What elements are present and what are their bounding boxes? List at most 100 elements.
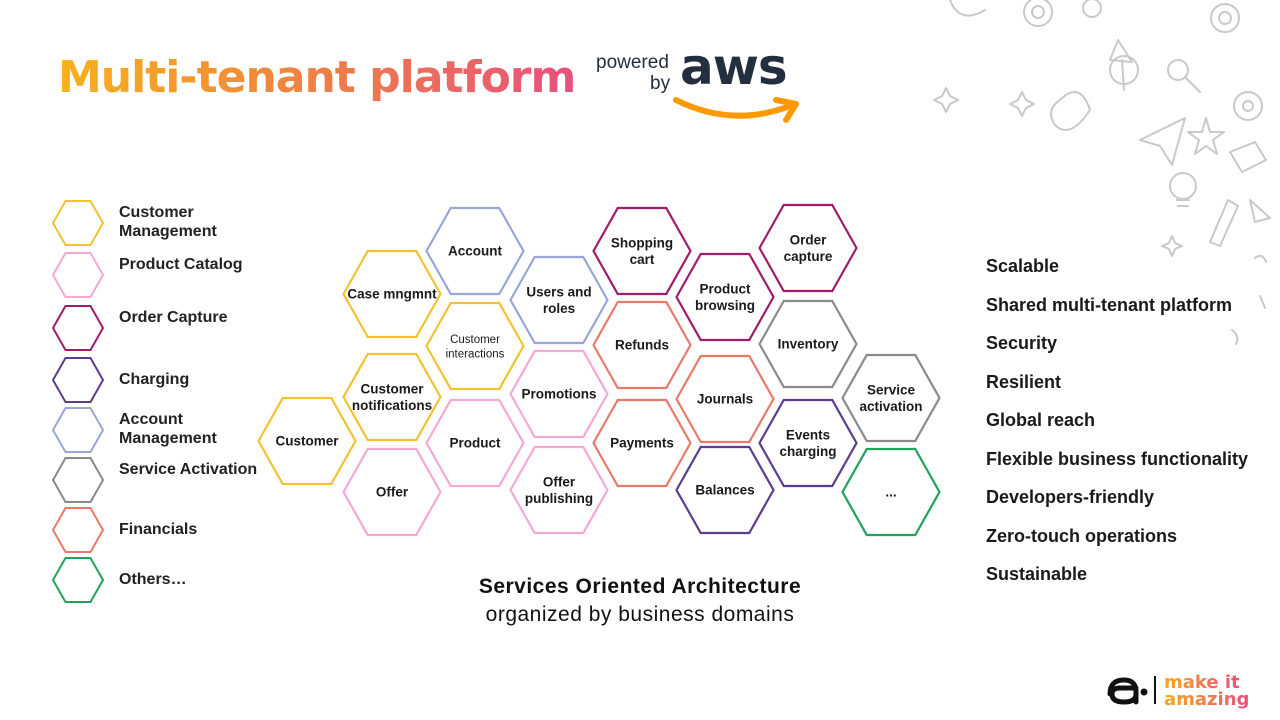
service-label: Product <box>449 436 501 451</box>
service-hex: Refunds <box>592 300 692 390</box>
service-hex-shape <box>592 300 692 390</box>
legend-hexagon-icon <box>52 457 105 503</box>
legend-label: Customer Management <box>119 204 217 240</box>
benefit-item: Security <box>986 333 1058 353</box>
service-hex: Case mngmnt <box>342 249 442 339</box>
service-hex: Journals <box>675 354 775 444</box>
service-hex-shape <box>675 354 775 444</box>
service-hex: Inventory <box>758 299 858 389</box>
legend-item: Product Catalog <box>52 252 252 300</box>
service-label: Payments <box>610 436 674 451</box>
aws-powered-text: powered <box>596 52 669 73</box>
service-hex: Promotions <box>509 349 609 439</box>
legend-item: Financials <box>52 507 252 555</box>
service-hex: Payments <box>592 398 692 488</box>
service-hex-shape <box>509 349 609 439</box>
legend-item: Charging <box>52 357 252 405</box>
service-hex: Product <box>425 398 525 488</box>
aws-logo: powered by aws <box>596 38 806 126</box>
service-label: Refunds <box>615 338 669 353</box>
service-label: Promotions <box>521 387 596 402</box>
service-label: Customer <box>275 434 339 449</box>
service-hex-shape <box>425 301 525 391</box>
service-label: Inventory <box>778 337 839 352</box>
service-hex-shape <box>758 398 858 488</box>
service-label: Offer <box>376 485 409 500</box>
service-hex-shape <box>758 203 858 293</box>
brand-logo: make it amazing <box>1107 672 1249 710</box>
service-hex: ... <box>841 447 941 537</box>
legend-hexagon-icon <box>52 557 105 603</box>
legend-label: Account Management <box>119 411 217 447</box>
service-hex-shape <box>592 398 692 488</box>
service-hex: Offer <box>342 447 442 537</box>
service-hex-shape <box>257 396 357 486</box>
service-hex-shape <box>425 206 525 296</box>
caption-title: Services Oriented Architecture <box>478 575 802 598</box>
service-hex-shape <box>841 447 941 537</box>
legend-label: Charging <box>119 371 190 388</box>
service-label: ... <box>885 485 896 500</box>
brand-tagline-2: amazing <box>1164 689 1249 710</box>
legend-hexagon-icon <box>52 407 105 453</box>
legend-item: Order Capture <box>52 305 252 353</box>
service-hex-shape <box>342 447 442 537</box>
service-label: Case mngmnt <box>347 287 437 302</box>
benefit-item: Flexible business functionality <box>986 448 1249 469</box>
service-hex-shape <box>509 445 609 535</box>
service-label: Balances <box>695 483 754 498</box>
legend-item: Service Activation <box>52 457 257 505</box>
legend-item: Account Management <box>52 407 252 455</box>
legend-label: Product Catalog <box>119 256 243 273</box>
doodle-illustration <box>933 0 1271 345</box>
benefit-item: Scalable <box>986 256 1060 276</box>
legend-hexagon-icon <box>52 357 105 403</box>
service-hex-shape <box>758 299 858 389</box>
service-hex-shape <box>675 445 775 535</box>
legend-item: Customer Management <box>52 200 252 248</box>
legend-hexagon-icon <box>52 200 105 246</box>
legend-label: Service Activation <box>119 461 258 478</box>
service-label: Account <box>448 244 503 259</box>
service-label: Journals <box>697 392 753 407</box>
legend-hexagon-icon <box>52 305 105 351</box>
benefit-item: Global reach <box>986 410 1096 430</box>
service-hex-shape <box>342 352 442 442</box>
caption-subtitle: organized by business domains <box>485 603 795 626</box>
legend-label: Order Capture <box>119 309 228 326</box>
benefit-item: Zero-touch operations <box>986 525 1178 546</box>
benefit-item: Resilient <box>986 371 1062 392</box>
service-hex: Account <box>425 206 525 296</box>
benefit-item: Shared multi-tenant platform <box>986 294 1233 315</box>
service-hex-shape <box>841 353 941 443</box>
benefit-item: Sustainable <box>986 564 1088 584</box>
legend-label: Financials <box>119 521 198 538</box>
aws-by-text: by <box>650 73 671 94</box>
legend-hexagon-icon <box>52 252 105 298</box>
service-hex: Customer <box>257 396 357 486</box>
service-hex-shape <box>592 206 692 296</box>
legend-item: Others… <box>52 557 252 605</box>
aws-smile-icon <box>673 97 799 123</box>
brand-tagline-1: make it <box>1164 672 1240 693</box>
service-hex: Balances <box>675 445 775 535</box>
